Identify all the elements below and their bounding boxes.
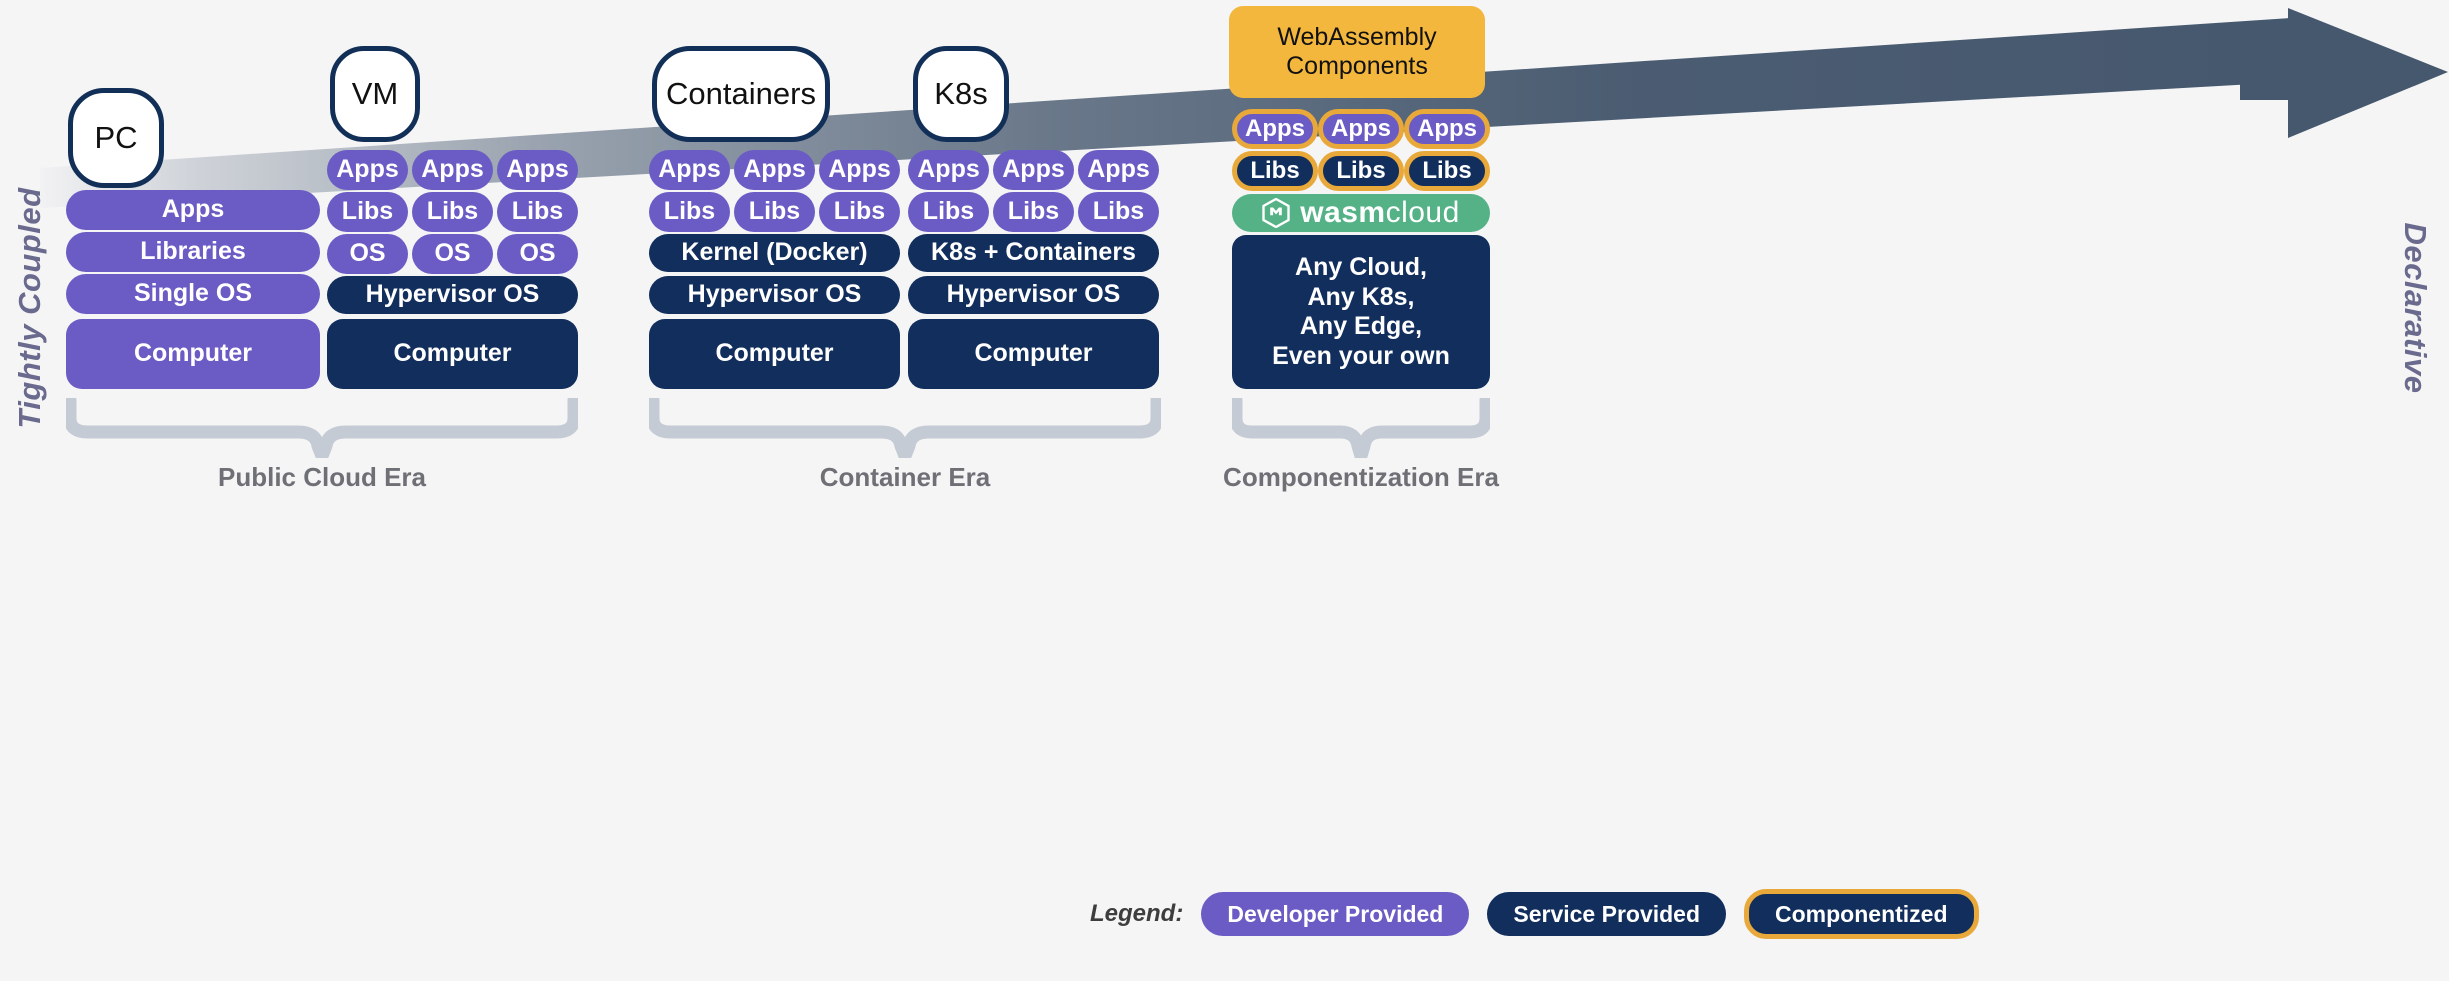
containers-guest-3-apps[interactable]: Apps: [819, 150, 900, 190]
legend-chip-componentized[interactable]: Componentized: [1744, 889, 1979, 939]
evolution-arrow: [40, 8, 2448, 208]
containers-guest-1-libs[interactable]: Libs: [649, 192, 730, 232]
brace-public-cloud-era: [66, 398, 578, 458]
timeline-node-pc[interactable]: PC: [68, 88, 164, 188]
k8s-guest-3-apps[interactable]: Apps: [1078, 150, 1159, 190]
legend-chip-service-provided[interactable]: Service Provided: [1487, 892, 1727, 936]
vm-guest-3-apps[interactable]: Apps: [497, 150, 578, 190]
brace-componentization-era: [1232, 398, 1490, 458]
timeline-node-vm[interactable]: VM: [330, 46, 420, 142]
pc-layer-single-os[interactable]: Single OS: [66, 274, 320, 314]
wasmcloud-wordmark-bold: wasm: [1300, 196, 1386, 230]
wasm-platform-any-cloud[interactable]: Any Cloud, Any K8s, Any Edge, Even your …: [1232, 235, 1490, 389]
containers-base-computer[interactable]: Computer: [649, 319, 900, 389]
wasmcloud-runtime-bar[interactable]: wasmcloud: [1232, 194, 1490, 232]
vm-guest-3-os[interactable]: OS: [497, 234, 578, 274]
k8s-guest-1-apps[interactable]: Apps: [908, 150, 989, 190]
k8s-guest-2-apps[interactable]: Apps: [993, 150, 1074, 190]
wasm-component-2-apps[interactable]: Apps: [1318, 109, 1404, 149]
wasmcloud-wordmark: wasmcloud: [1300, 195, 1460, 230]
wasmcloud-logo: wasmcloud: [1262, 195, 1460, 230]
wasmcloud-wordmark-light: cloud: [1385, 196, 1460, 230]
containers-guest-1-apps[interactable]: Apps: [649, 150, 730, 190]
brace-container-era: [649, 398, 1161, 458]
wasm-component-1-apps[interactable]: Apps: [1232, 109, 1318, 149]
webassembly-components-pill[interactable]: WebAssembly Components: [1229, 6, 1485, 98]
vm-base-computer[interactable]: Computer: [327, 319, 578, 389]
k8s-base-hypervisor-os[interactable]: Hypervisor OS: [908, 276, 1159, 314]
timeline-node-k8s[interactable]: K8s: [913, 46, 1009, 142]
containers-guest-3-libs[interactable]: Libs: [819, 192, 900, 232]
wasm-component-3-apps[interactable]: Apps: [1404, 109, 1490, 149]
containers-base-hypervisor-os[interactable]: Hypervisor OS: [649, 276, 900, 314]
vm-guest-2-apps[interactable]: Apps: [412, 150, 493, 190]
containers-guest-2-libs[interactable]: Libs: [734, 192, 815, 232]
vm-guest-3-libs[interactable]: Libs: [497, 192, 578, 232]
k8s-guest-2-libs[interactable]: Libs: [993, 192, 1074, 232]
vm-guest-1-libs[interactable]: Libs: [327, 192, 408, 232]
k8s-guest-1-libs[interactable]: Libs: [908, 192, 989, 232]
legend: Legend: Developer Provided Service Provi…: [1090, 889, 1997, 939]
legend-chip-developer-provided[interactable]: Developer Provided: [1201, 892, 1470, 936]
vm-guest-1-os[interactable]: OS: [327, 234, 408, 274]
k8s-guest-3-libs[interactable]: Libs: [1078, 192, 1159, 232]
axis-label-tightly-coupled: Tightly Coupled: [12, 187, 47, 429]
wasm-component-2-libs[interactable]: Libs: [1318, 151, 1404, 191]
legend-title: Legend:: [1090, 900, 1184, 927]
vm-guest-2-os[interactable]: OS: [412, 234, 493, 274]
containers-guest-2-apps[interactable]: Apps: [734, 150, 815, 190]
pc-layer-computer[interactable]: Computer: [66, 319, 320, 389]
pc-layer-libraries[interactable]: Libraries: [66, 232, 320, 272]
vm-guest-2-libs[interactable]: Libs: [412, 192, 493, 232]
k8s-base-k8s-containers[interactable]: K8s + Containers: [908, 234, 1159, 272]
era-label-public-cloud: Public Cloud Era: [217, 462, 427, 492]
pc-layer-apps[interactable]: Apps: [66, 190, 320, 230]
axis-label-declarative: Declarative: [2398, 222, 2433, 394]
wasmcloud-hex-icon: [1262, 197, 1290, 228]
wasm-component-3-libs[interactable]: Libs: [1404, 151, 1490, 191]
containers-base-kernel-docker[interactable]: Kernel (Docker): [649, 234, 900, 272]
timeline-node-containers[interactable]: Containers: [652, 46, 830, 142]
era-label-componentization: Componentization Era: [1223, 462, 1499, 492]
vm-base-hypervisor-os[interactable]: Hypervisor OS: [327, 276, 578, 314]
k8s-base-computer[interactable]: Computer: [908, 319, 1159, 389]
era-label-container: Container Era: [819, 462, 991, 492]
wasm-component-1-libs[interactable]: Libs: [1232, 151, 1318, 191]
vm-guest-1-apps[interactable]: Apps: [327, 150, 408, 190]
